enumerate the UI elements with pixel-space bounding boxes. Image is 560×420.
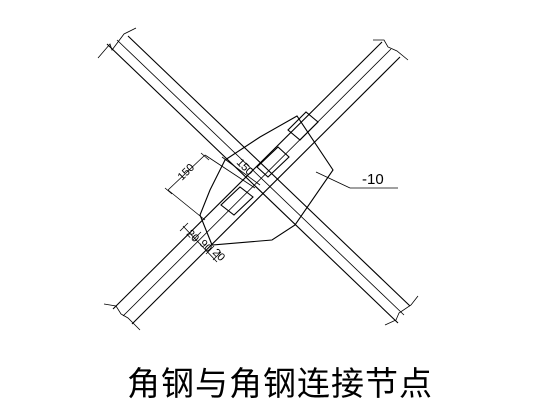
dim-150-right: 150	[234, 157, 255, 178]
plate-thickness-label: -10	[362, 171, 384, 188]
dim-20-b: 20	[210, 247, 227, 264]
drawing-caption: 角钢与角钢连接节点	[127, 364, 433, 403]
plate-callout-leader	[315, 171, 398, 189]
gusset-plate	[199, 115, 334, 246]
bolt-slot-upper	[256, 111, 319, 178]
dimension-lines	[164, 152, 261, 263]
bolt-slot-lower	[220, 186, 254, 216]
